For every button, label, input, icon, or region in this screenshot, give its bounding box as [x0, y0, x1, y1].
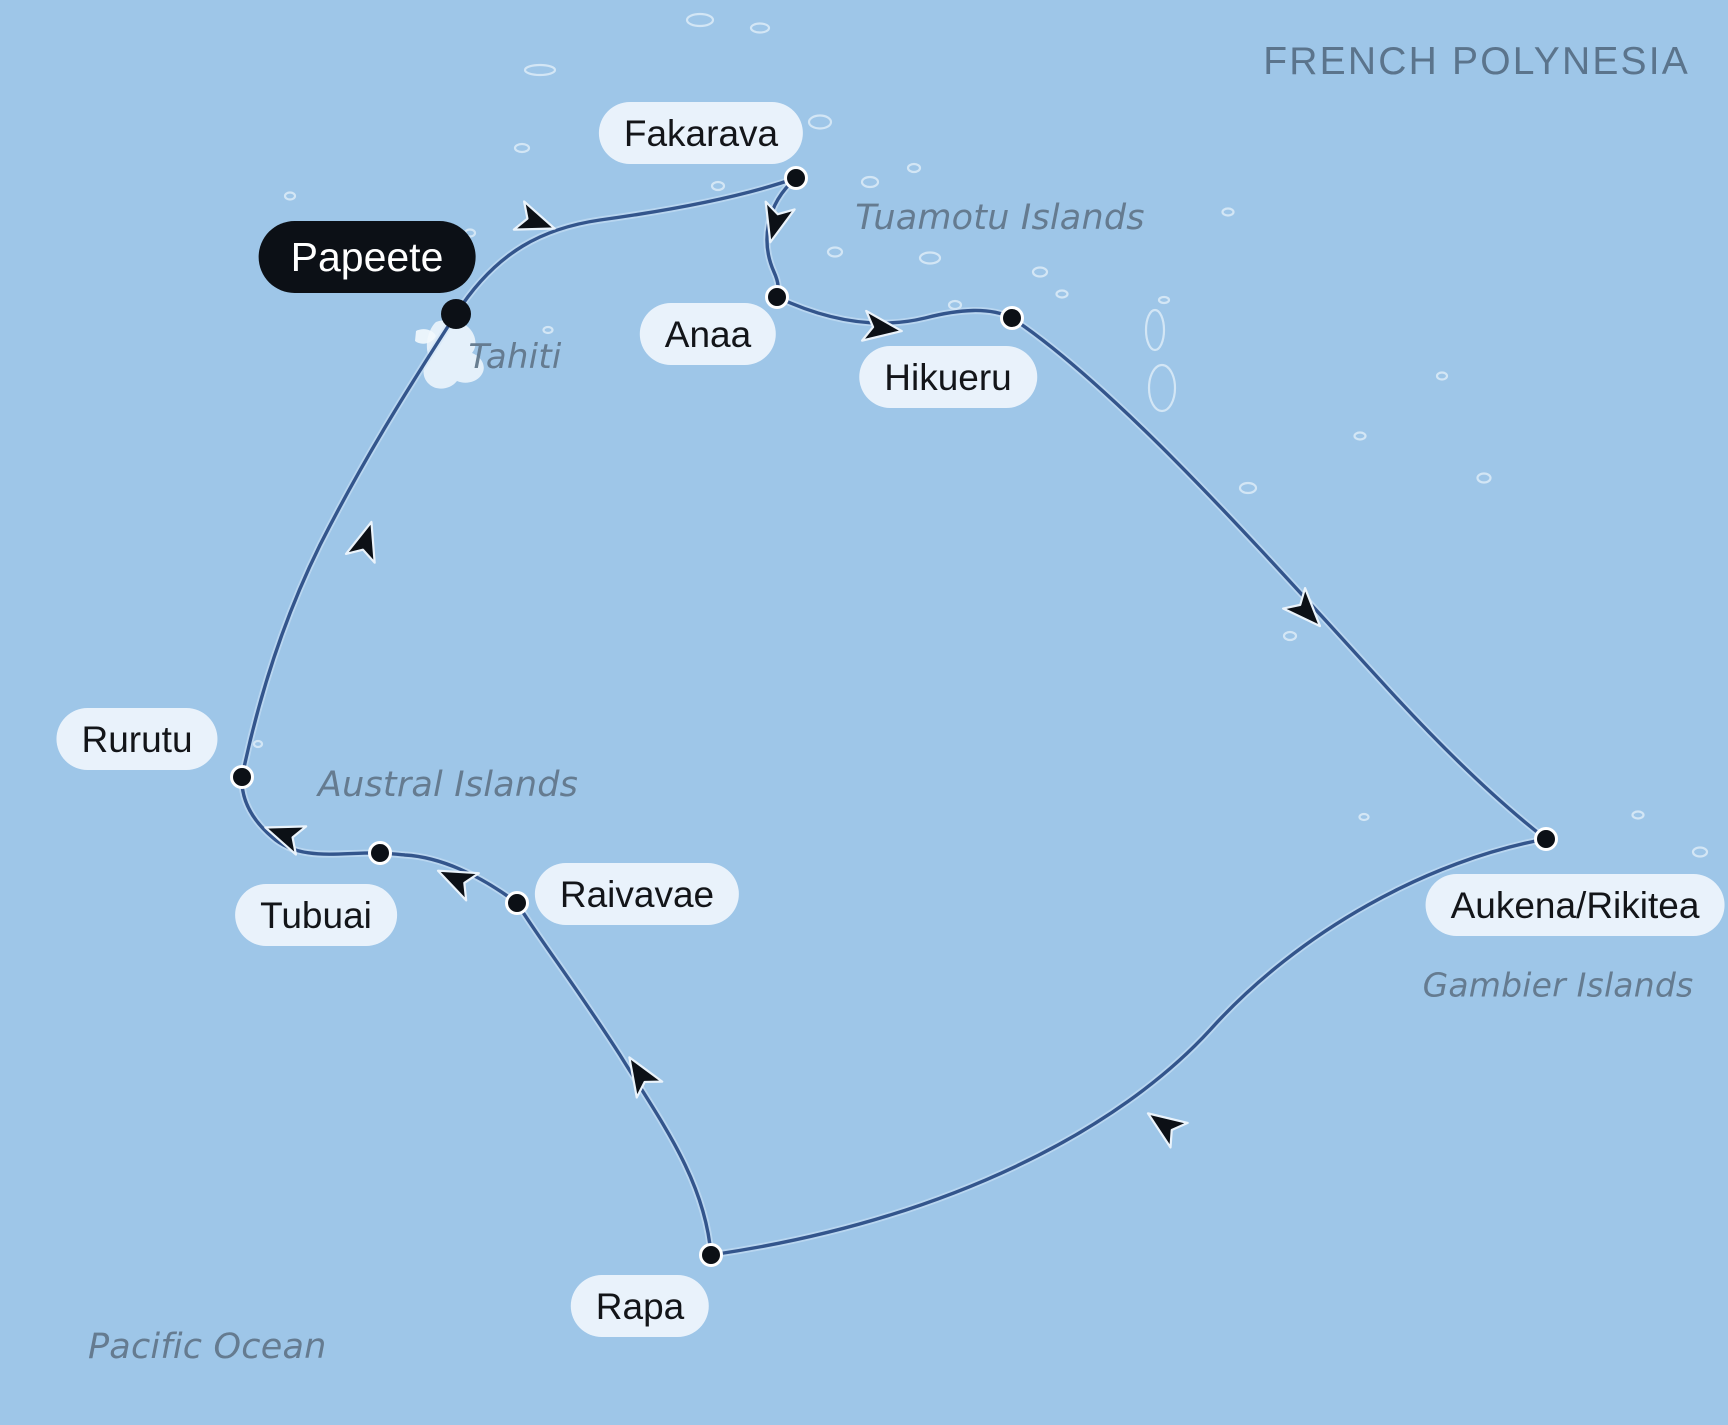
- port-label-tubuai[interactable]: Tubuai: [235, 884, 397, 946]
- islet-outline: [1055, 289, 1069, 299]
- islet-outline: [947, 299, 963, 311]
- port-dot-anaa[interactable]: [765, 285, 789, 309]
- islet-outline: [283, 191, 297, 201]
- islet-outline: [807, 114, 833, 130]
- route-segment: [240, 312, 458, 779]
- arrowhead-glyph: [344, 520, 376, 564]
- route-segment-halo: [238, 310, 460, 781]
- route-segment: [515, 901, 713, 1257]
- port-label-raivavae[interactable]: Raivavae: [534, 863, 740, 925]
- port-dot-aukena-rikitea[interactable]: [1534, 827, 1558, 851]
- islet-outline: [906, 162, 922, 174]
- islet-outline: [1631, 810, 1645, 820]
- islet-outline: [918, 251, 942, 265]
- port-label-rurutu[interactable]: Rurutu: [56, 708, 218, 770]
- islet-outline: [1476, 472, 1492, 484]
- port-dot-raivavae[interactable]: [505, 891, 529, 915]
- islet-outline: [513, 142, 531, 154]
- arrowhead-glyph: [436, 869, 480, 902]
- islet-outline: [1147, 363, 1177, 413]
- islet-outline: [710, 180, 726, 192]
- arrowhead-glyph: [628, 1056, 664, 1099]
- route-segment: [240, 775, 382, 856]
- port-label-hikueru[interactable]: Hikueru: [859, 346, 1037, 408]
- route-segment-halo: [707, 835, 1550, 1259]
- islet-outline: [1031, 266, 1049, 278]
- port-dot-hikueru[interactable]: [1000, 306, 1024, 330]
- route-direction-arrow: [436, 869, 480, 902]
- islet-outline: [826, 246, 844, 258]
- route-direction-arrow: [764, 200, 796, 244]
- arrowhead-glyph: [512, 200, 556, 231]
- islet-outline: [1144, 308, 1166, 352]
- islet-outline: [252, 739, 264, 749]
- port-label-fakarava[interactable]: Fakarava: [598, 102, 804, 164]
- port-label-aukena-rikitea[interactable]: Aukena/Rikitea: [1425, 874, 1725, 936]
- route-lines-layer: [238, 174, 1550, 1259]
- route-segment-halo: [513, 899, 715, 1259]
- islet-outline: [1353, 431, 1367, 441]
- route-segment: [454, 176, 798, 316]
- islet-outline: [1282, 630, 1298, 642]
- islet-outline: [542, 325, 554, 335]
- arrowhead-glyph: [1146, 1112, 1189, 1149]
- route-segment-halo: [1008, 314, 1550, 843]
- route-direction-arrow: [860, 309, 903, 342]
- port-label-papeete[interactable]: Papeete: [258, 221, 476, 293]
- islet-outline: [1358, 812, 1370, 822]
- islet-outline: [685, 12, 715, 28]
- route-direction-arrow: [344, 520, 376, 564]
- route-segment-halo: [238, 773, 384, 858]
- arrowhead-glyph: [1282, 586, 1322, 628]
- arrowhead-glyph: [860, 309, 903, 342]
- route-direction-arrow: [512, 200, 556, 231]
- islet-shapes-layer: [252, 12, 1709, 858]
- port-label-anaa[interactable]: Anaa: [639, 303, 777, 365]
- route-direction-arrow: [1146, 1112, 1189, 1149]
- islet-outline: [1157, 295, 1171, 305]
- port-dot-rurutu[interactable]: [230, 765, 254, 789]
- route-segment-halo: [452, 174, 800, 318]
- islet-outline: [523, 63, 557, 77]
- port-dot-tubuai[interactable]: [368, 841, 392, 865]
- route-direction-arrow: [1282, 586, 1322, 628]
- islet-outline: [860, 175, 880, 189]
- route-segment: [775, 295, 1014, 325]
- route-direction-arrow: [628, 1056, 664, 1099]
- port-dot-fakarava[interactable]: [784, 166, 808, 190]
- route-segment: [1010, 316, 1548, 841]
- route-segment: [709, 837, 1548, 1257]
- route-direction-arrows-layer: [264, 200, 1322, 1149]
- islet-outline: [1238, 481, 1258, 495]
- port-dot-rapa[interactable]: [699, 1243, 723, 1267]
- islet-outline: [749, 22, 771, 34]
- arrowhead-glyph: [764, 200, 796, 244]
- route-direction-arrow: [264, 825, 308, 856]
- islet-outline: [1691, 846, 1709, 858]
- arrowhead-glyph: [264, 825, 308, 856]
- port-label-rapa[interactable]: Rapa: [570, 1275, 710, 1337]
- port-dot-papeete[interactable]: [441, 299, 471, 329]
- islet-outline: [1435, 371, 1449, 381]
- islet-outline: [1221, 207, 1235, 217]
